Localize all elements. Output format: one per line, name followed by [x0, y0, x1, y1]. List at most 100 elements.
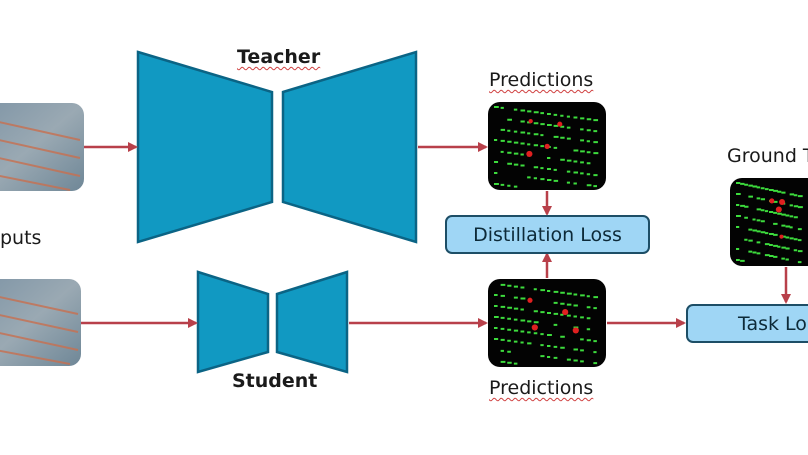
prediction-dot — [789, 204, 793, 207]
prediction-dot — [797, 239, 802, 242]
prediction-dot — [586, 339, 591, 342]
prediction-dot — [527, 320, 532, 323]
prediction-dot — [573, 149, 579, 152]
prediction-dot — [566, 358, 571, 361]
prediction-dot — [586, 140, 590, 143]
prediction-dot — [533, 144, 539, 147]
prediction-dot — [760, 198, 766, 201]
prediction-dot — [547, 124, 552, 126]
prediction-dot — [756, 252, 761, 255]
prediction-dot — [507, 162, 512, 165]
prediction-dot — [756, 186, 761, 189]
prediction-dot — [789, 215, 794, 218]
prediction-image-top — [488, 102, 606, 190]
prediction-dot — [513, 285, 518, 288]
prediction-dot — [586, 306, 591, 309]
prediction-dot — [553, 312, 559, 315]
prediction-dot — [566, 303, 572, 306]
prediction-dot — [793, 249, 798, 252]
prediction-dot — [553, 146, 558, 149]
prediction-dot — [752, 251, 757, 254]
prediction-dot — [756, 197, 761, 200]
prediction-dot — [560, 125, 565, 128]
teacher-decoder — [281, 50, 418, 244]
prediction-dot — [500, 338, 505, 341]
prediction-dot — [781, 257, 785, 260]
prediction-dot — [769, 189, 774, 191]
prediction-dot — [736, 215, 741, 217]
prediction-dot — [547, 290, 551, 292]
prediction-dot — [777, 212, 782, 215]
prediction-dot — [580, 349, 584, 352]
prediction-dot — [520, 153, 524, 156]
prediction-dot — [566, 159, 572, 162]
highlight-dot — [769, 198, 775, 204]
prediction-dot — [593, 141, 598, 144]
prediction-dot — [785, 258, 789, 261]
prediction-dot — [580, 294, 585, 297]
prediction-dot — [797, 195, 803, 198]
prediction-dot — [793, 216, 798, 219]
prediction-dot — [560, 291, 565, 294]
prediction-dot — [540, 178, 545, 181]
prediction-dot — [500, 349, 504, 352]
prediction-dot — [494, 106, 499, 108]
teacher-label: Teacher — [237, 46, 321, 68]
prediction-image-bottom — [488, 279, 606, 367]
prediction-dot — [553, 323, 558, 326]
prediction-dot — [507, 140, 512, 143]
prediction-dot — [500, 305, 506, 308]
prediction-dot — [586, 184, 592, 187]
prediction-dot — [740, 204, 745, 207]
prediction-dot — [756, 230, 761, 233]
prediction-dot — [593, 296, 599, 299]
highlight-dot — [562, 309, 569, 316]
prediction-dot — [756, 241, 761, 244]
prediction-dot — [520, 164, 525, 167]
prediction-dot — [769, 244, 773, 246]
prediction-dot — [520, 120, 525, 123]
ground-truth-label: Ground T — [727, 145, 808, 167]
prediction-dot — [773, 222, 778, 225]
prediction-dot — [520, 330, 525, 333]
prediction-dot — [781, 246, 786, 249]
prediction-dot — [593, 340, 597, 343]
prediction-dot — [553, 124, 559, 127]
prediction-dot — [527, 176, 531, 179]
prediction-dot — [520, 131, 526, 134]
prediction-dot — [764, 232, 769, 235]
prediction-dot — [593, 362, 598, 365]
prediction-dot — [494, 139, 498, 141]
prediction-dot — [573, 315, 577, 318]
prediction-dot — [507, 151, 512, 154]
prediction-dot — [527, 143, 531, 146]
prediction-dot — [797, 250, 803, 253]
prediction-dot — [560, 346, 565, 349]
prediction-dot — [494, 316, 499, 318]
prediction-dot — [533, 332, 538, 335]
prediction-dot — [744, 205, 749, 208]
teacher-encoder — [136, 50, 274, 244]
prediction-dot — [773, 211, 778, 214]
prediction-dot — [573, 304, 578, 307]
prediction-dot — [756, 208, 762, 211]
prediction-dot — [740, 259, 745, 262]
prediction-dot — [513, 163, 519, 166]
prediction-dot — [547, 312, 552, 314]
prediction-dot — [797, 261, 802, 264]
student-label: Student — [232, 370, 318, 392]
prediction-dot — [500, 294, 505, 297]
prediction-dot — [748, 250, 753, 253]
prediction-dot — [507, 317, 511, 320]
prediction-dot — [777, 190, 782, 193]
prediction-dot — [547, 168, 551, 170]
prediction-dot — [573, 171, 579, 174]
prediction-dot — [764, 243, 770, 246]
prediction-dot — [736, 259, 740, 261]
prediction-dot — [540, 333, 544, 336]
prediction-dot — [593, 351, 597, 354]
prediction-dot — [507, 361, 512, 364]
prediction-dot — [513, 307, 519, 310]
prediction-dot — [756, 219, 761, 222]
prediction-dot — [566, 115, 570, 118]
